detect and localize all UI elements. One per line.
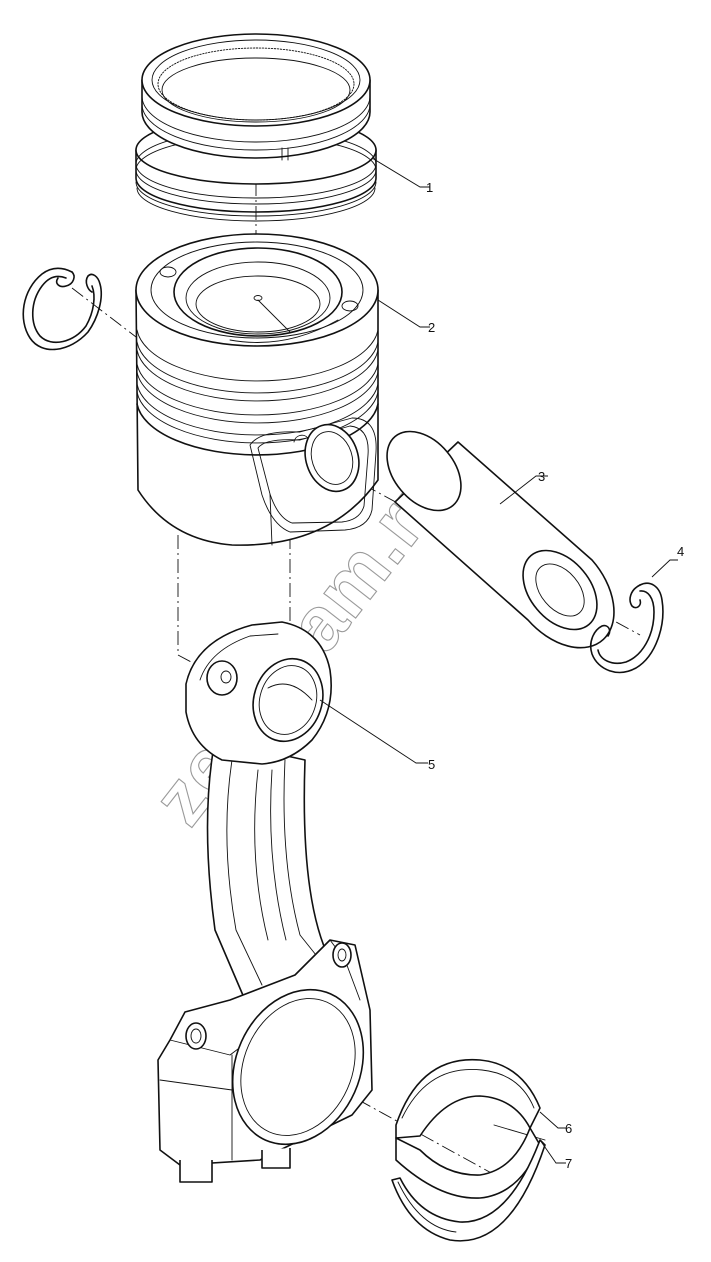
piston: [135, 233, 379, 546]
leader-lines: [319, 157, 678, 1164]
callout-5: 5: [428, 757, 435, 772]
bearing-shell-upper: [395, 1058, 546, 1141]
bearing-shell-lower: [391, 1127, 546, 1242]
callout-2: 2: [428, 320, 435, 335]
retaining-ring-left: [22, 267, 103, 351]
callout-7: 7: [565, 1156, 572, 1171]
callout-3: 3: [538, 469, 545, 484]
connecting-rod: [157, 621, 373, 1183]
callouts: 1 2 3 4 5 6 7: [426, 180, 684, 1171]
piston-rings: [135, 33, 377, 222]
callout-1: 1: [426, 180, 433, 195]
piston-pin: [386, 430, 615, 649]
retaining-ring-right: [589, 582, 664, 674]
callout-4: 4: [677, 544, 684, 559]
callout-6: 6: [565, 1121, 572, 1136]
